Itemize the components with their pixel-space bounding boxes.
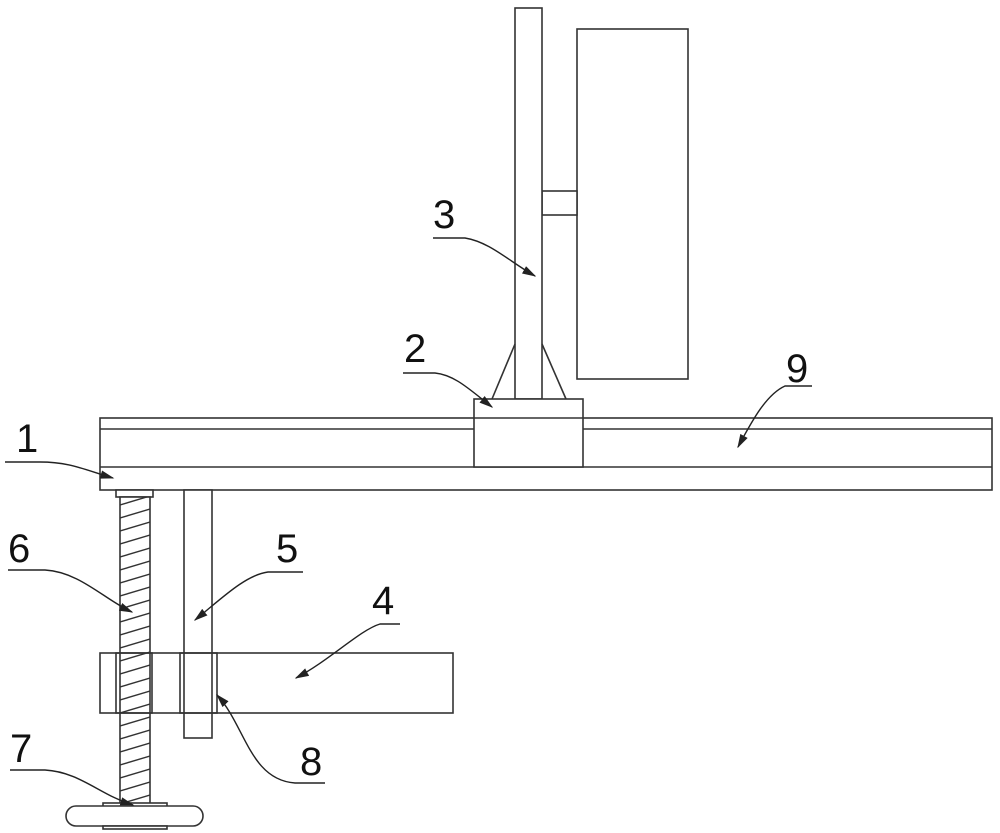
- foot-pad: [65, 802, 204, 830]
- thread-line: [120, 586, 150, 597]
- lift-plate: [99, 652, 454, 714]
- thread-line: [120, 677, 150, 688]
- thread-line: [120, 690, 150, 701]
- lead-screw: [115, 489, 154, 807]
- label-6: 6: [8, 527, 30, 571]
- thread-line: [120, 729, 150, 740]
- thread-line: [120, 560, 150, 571]
- label-5: 5: [276, 527, 298, 571]
- nut: [115, 652, 153, 714]
- label-3: 3: [433, 193, 455, 237]
- label-1: 1: [16, 417, 38, 461]
- thread-line: [120, 664, 150, 675]
- label-4: 4: [372, 579, 394, 623]
- sleeve: [179, 652, 218, 714]
- label-8: 8: [300, 740, 322, 784]
- thread-line: [120, 547, 150, 558]
- thread-line: [120, 768, 150, 779]
- guide-rod: [183, 489, 213, 739]
- clip: [541, 190, 578, 216]
- label-9: 9: [786, 347, 808, 391]
- thread-line: [120, 781, 150, 792]
- pole: [514, 7, 543, 400]
- thread-line: [120, 625, 150, 636]
- thread-line: [120, 703, 150, 714]
- thread-line: [120, 497, 150, 506]
- thread-line: [120, 573, 150, 584]
- thread-line: [120, 534, 150, 545]
- thread-line: [120, 638, 150, 649]
- leader-lines: [5, 237, 812, 806]
- thread-line: [120, 716, 150, 727]
- thread-line: [120, 742, 150, 753]
- label-2: 2: [404, 327, 426, 371]
- thread-line: [120, 521, 150, 532]
- panel: [576, 28, 689, 380]
- label-7: 7: [10, 727, 32, 771]
- thread-line: [120, 508, 150, 519]
- thread-line: [120, 612, 150, 623]
- slider-block: [473, 398, 584, 468]
- thread-line: [120, 755, 150, 766]
- gusset: [491, 343, 567, 400]
